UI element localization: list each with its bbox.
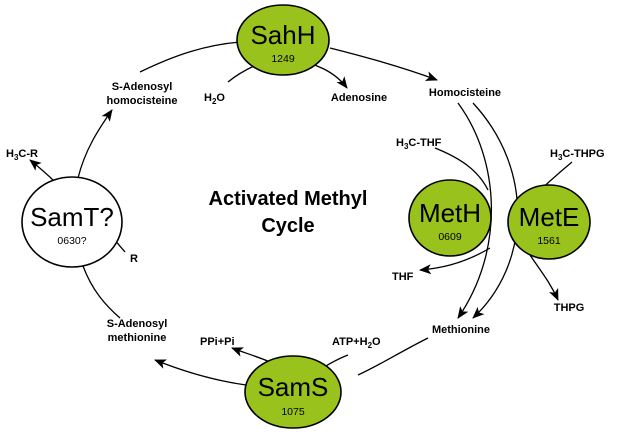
edge-sah-to-sahh [139,41,241,73]
edge-sam-to-samt [82,265,121,319]
diagram-title-line1: Activated Methyl [209,188,368,210]
cofactor-h2o: H2O [204,92,225,106]
enzyme-sahh-id: 1249 [271,53,295,65]
enzyme-sahh-shape [236,4,330,76]
edge-methionine-to-sams [357,337,429,376]
enzyme-meth: MetH 0609 [408,179,492,257]
enzyme-sams-name: SamS [258,372,329,402]
cofactor-ppi-pi: PPi+Pi [200,336,235,348]
cofactor-h3c-thpg: H3C-THPG [550,148,605,162]
enzyme-sahh-name: SahH [250,20,315,50]
enzyme-meth-id: 0609 [438,231,462,243]
enzyme-mete-name: MetE [519,202,580,232]
edge-sams-to-sam [154,359,247,386]
cofactor-h3c-thf: H3C-THF [396,137,442,151]
cofactor-adenosine: Adenosine [331,92,387,104]
cofactor-h3c-r: H3C-R [6,148,38,162]
metabolite-methionine: Methionine [432,324,490,336]
cofactor-r: R [130,253,138,265]
edge-thpg-out [529,254,559,301]
metabolite-homocisteine: Homocisteine [429,87,501,99]
enzyme-samt-shape [21,176,123,268]
cofactor-thpg: THPG [554,302,585,314]
enzyme-mete: MetE 1561 [507,184,591,260]
metabolite-s-adenosyl-homocysteine-line2: homocisteine [107,95,178,107]
edge-thf-out [419,247,491,275]
edge-samt-to-sah [77,109,113,179]
cofactor-atp-h2o: ATP+H2O [332,336,381,350]
enzyme-samt-name: SamT? [30,202,114,232]
enzyme-meth-shape [408,179,492,257]
edge-h3c-thf-in [434,147,489,191]
enzyme-samt: SamT? 0630? [21,176,123,268]
metabolite-s-adenosyl-homocysteine-line1: S-Adenosyl [112,81,173,93]
enzyme-sams: SamS 1075 [244,355,342,429]
enzyme-samt-id: 0630? [57,235,86,247]
edge-sahh-to-homocisteine [329,47,438,81]
cofactor-thf: THF [392,271,414,283]
edge-homocisteine-meth-methionine [457,102,493,319]
enzyme-mete-id: 1561 [537,235,561,247]
edge-h3c-r-out [29,159,56,183]
enzyme-mete-shape [507,184,591,260]
metabolite-s-adenosyl-methionine-line1: S-Adenosyl [107,318,168,330]
enzyme-sams-shape [244,355,342,429]
metabolite-s-adenosyl-methionine-line2: methionine [108,332,167,344]
diagram-title-line2: Cycle [261,215,314,237]
enzyme-sahh: SahH 1249 [236,4,330,76]
enzyme-meth-name: MetH [419,198,481,228]
enzyme-sams-id: 1075 [281,406,305,418]
